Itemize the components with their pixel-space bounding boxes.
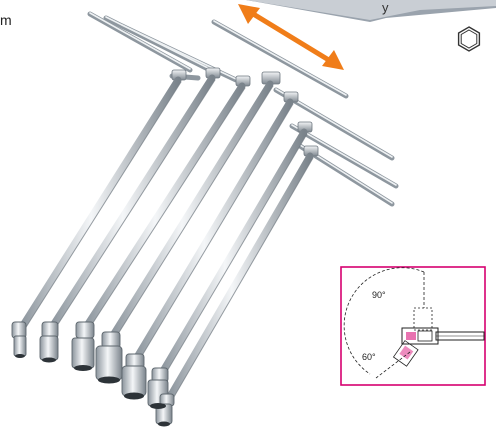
double-arrow-icon — [238, 4, 344, 70]
hexagon-icon — [457, 26, 481, 52]
angle-label-90: 90° — [372, 290, 386, 300]
left-edge-text: m — [0, 12, 12, 28]
angle-diagram: 90° 60° — [340, 266, 486, 386]
angle-label-60: 60° — [362, 352, 376, 362]
top-banner-text: y — [382, 0, 389, 15]
